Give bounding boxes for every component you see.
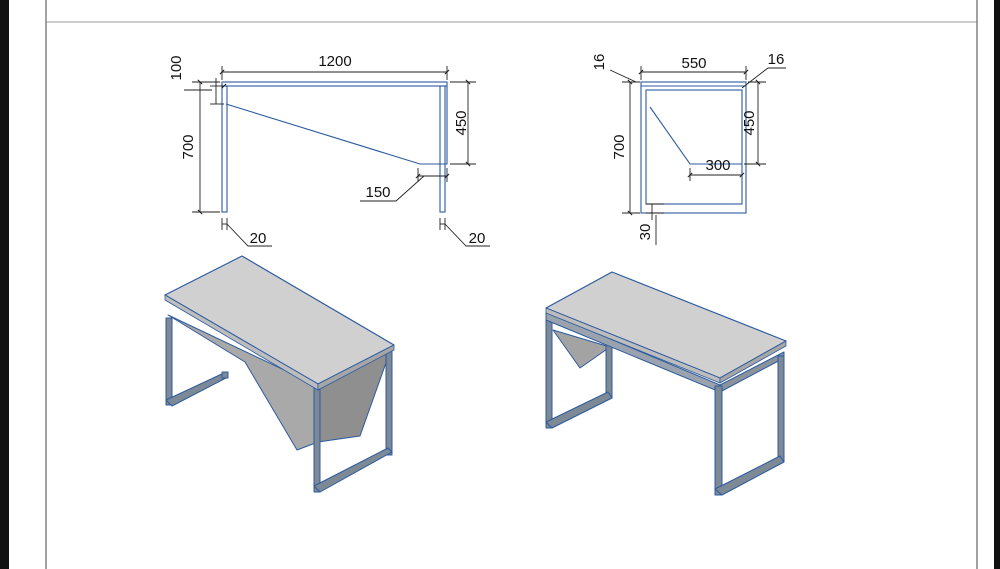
front-panel-outline [225,86,448,165]
dim-side-height: 700 [611,134,628,159]
side-frame-inner [645,89,743,205]
dim-side-depth: 550 [681,55,706,72]
dim-side-frame-left: 16 [591,54,608,71]
dim-front-top-thickness: 100 [168,55,185,80]
sheet-left-edge [0,0,9,569]
sheet-right-edge [994,0,1000,569]
side-view: 16 550 16 700 450 300 30 [591,51,786,245]
isometric-desk-with-panel [164,255,395,493]
dim-side-panel-offset: 300 [705,157,730,174]
side-frame-outer [640,81,747,214]
iso2-panel [552,329,611,369]
isometric-desk-frame [545,271,787,496]
front-tabletop [221,81,448,87]
dim-front-height: 700 [180,134,197,159]
dim-front-leg-right: 20 [469,230,486,247]
front-left-leg [221,85,228,213]
dim-front-panel-depth: 450 [453,110,470,135]
dim-side-panel-depth: 450 [741,110,758,135]
dim-front-width: 1200 [318,53,351,70]
front-right-leg [439,85,446,213]
dim-front-leg-left: 20 [250,230,267,247]
side-panel-outline [649,106,742,165]
dim-side-base-offset: 30 [637,224,654,241]
dim-front-panel-offset: 150 [365,184,390,201]
front-view: 1200 700 100 450 150 20 20 [168,53,490,247]
dim-side-frame-right: 16 [768,51,785,68]
